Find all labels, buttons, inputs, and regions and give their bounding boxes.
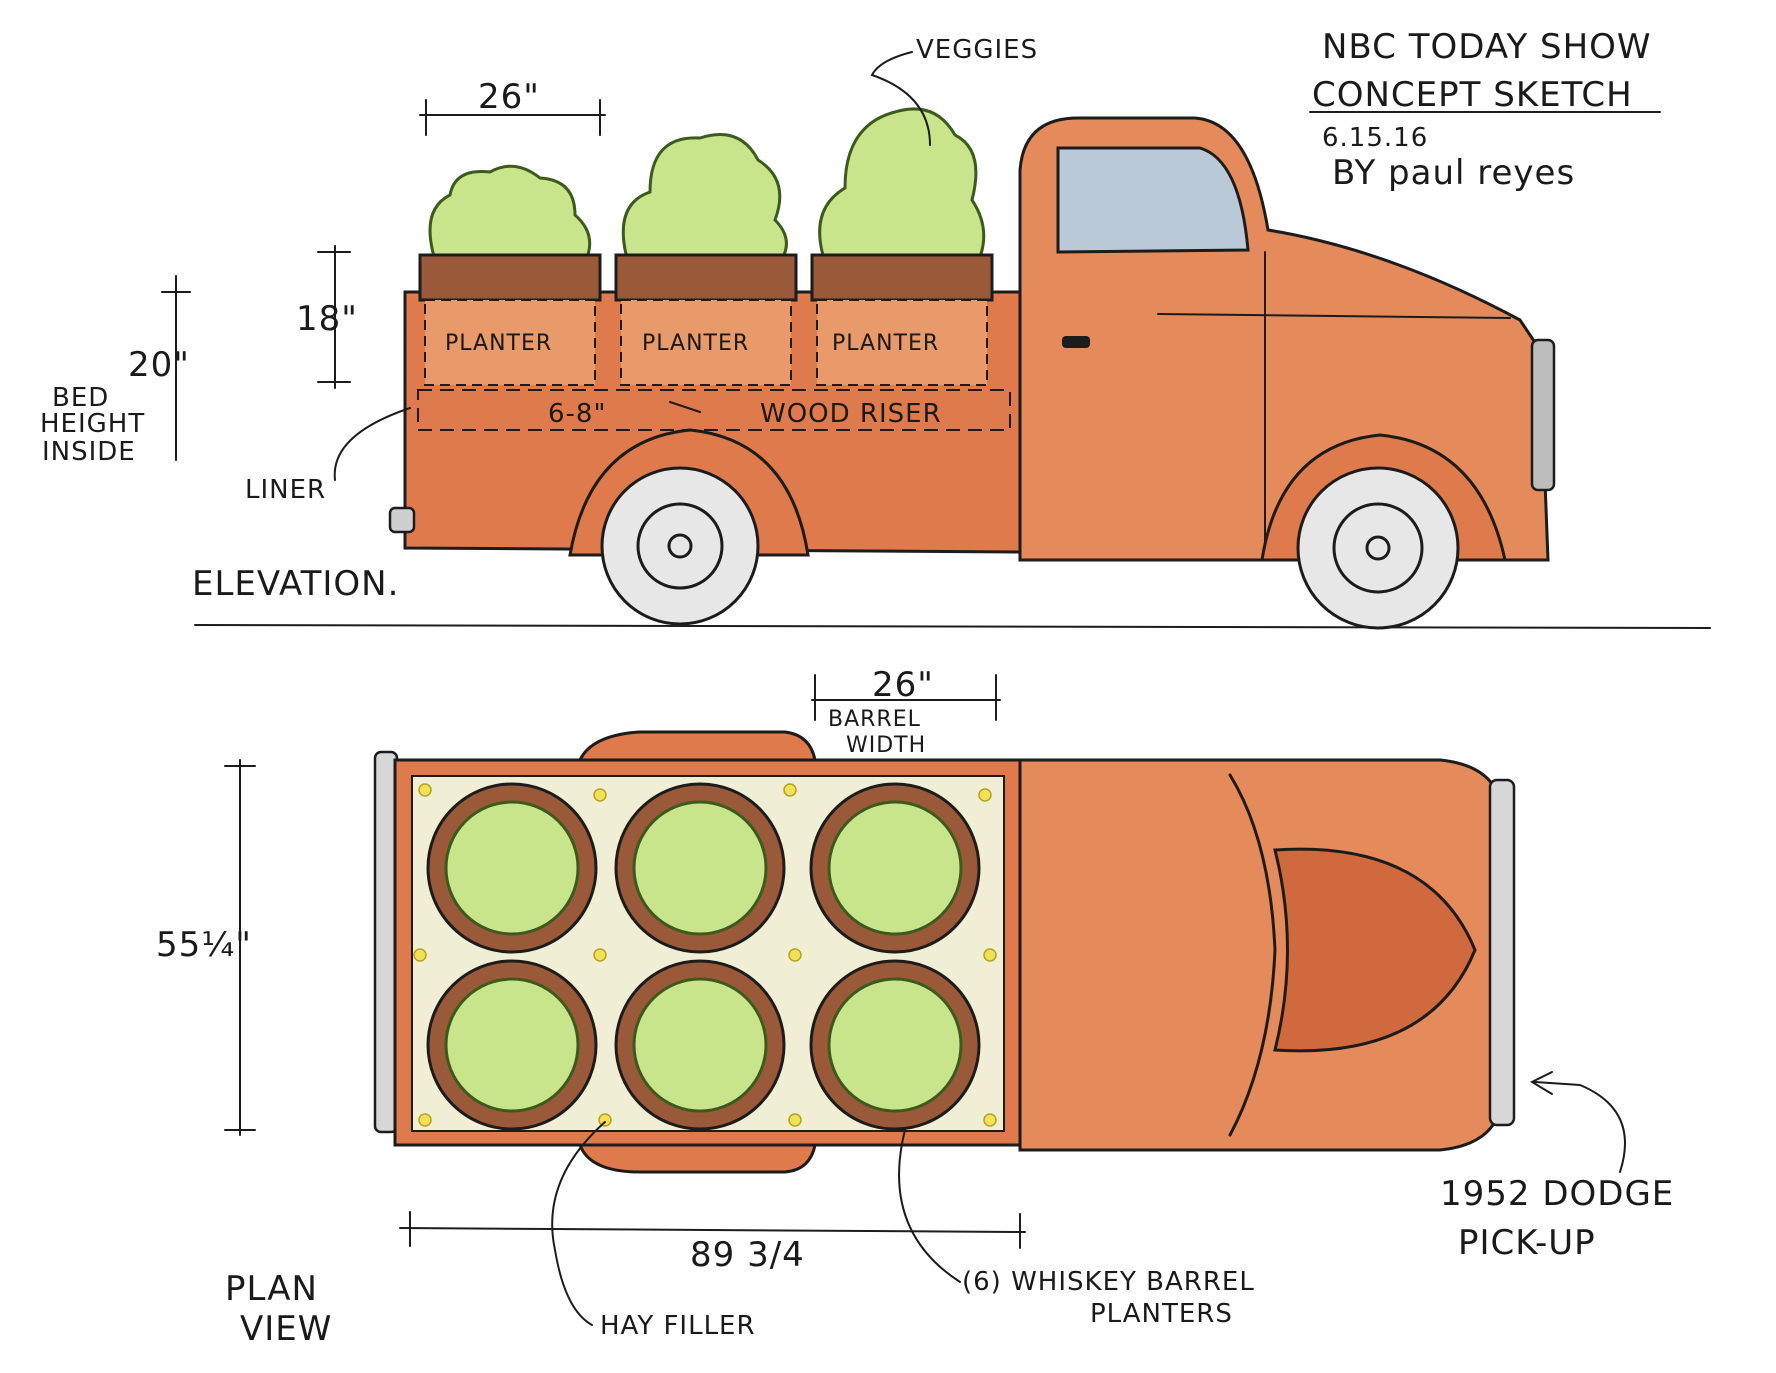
plan-barrel-3 xyxy=(809,782,981,954)
barrels-label-2: PLANTERS xyxy=(1090,1299,1233,1329)
title-line-2: CONCEPT SKETCH xyxy=(1312,75,1633,115)
barrels-leader xyxy=(898,1129,961,1283)
wood-riser xyxy=(417,389,1011,431)
cab-window xyxy=(1056,146,1250,254)
riser-dim: 6-8" xyxy=(548,399,606,429)
plan-view-label-1: PLAN xyxy=(225,1269,318,1309)
hay-filler-leader xyxy=(551,1121,606,1326)
plan-barrel-4 xyxy=(426,959,598,1131)
rear-bumper xyxy=(388,506,416,534)
hay-filler-label: HAY FILLER xyxy=(600,1311,756,1341)
planter-label-1: PLANTER xyxy=(445,331,552,356)
plan-view-label-2: VIEW xyxy=(240,1309,332,1349)
title-line-1: NBC TODAY SHOW xyxy=(1322,27,1652,67)
plan-length-dim xyxy=(399,1211,1026,1249)
plan-view: 26" BARREL WIDTH 55¼" 89 3/4 HAY FILLER … xyxy=(156,665,1674,1349)
plan-barrel-1 xyxy=(426,782,598,954)
planter-label-2: PLANTER xyxy=(642,331,749,356)
planter-label-3: PLANTER xyxy=(832,331,939,356)
veggies-leader xyxy=(870,51,931,146)
plan-wheel-well-top xyxy=(577,730,817,762)
bed-height-text-2: HEIGHT xyxy=(40,409,145,439)
plan-front-bumper xyxy=(1488,778,1516,1127)
liner-label: LINER xyxy=(245,475,326,505)
plan-width-dim xyxy=(224,759,256,1136)
elevation-view: PLANTER PLANTER PLANTER 6-8" WOOD RISER … xyxy=(40,35,1711,630)
bed-height-dim xyxy=(161,275,191,461)
plan-width-dim-text: 55¼" xyxy=(156,925,252,965)
planter-height-dim xyxy=(317,245,351,389)
front-bumper xyxy=(1530,338,1556,492)
truck-leader-arrow xyxy=(1529,1071,1553,1095)
plan-barrel-6 xyxy=(809,959,981,1131)
plan-barrel-2 xyxy=(614,782,786,954)
elevation-barrel-dim-text: 26" xyxy=(478,77,540,117)
truck-label-2: PICK-UP xyxy=(1458,1223,1596,1263)
liner-leader xyxy=(333,407,411,481)
plan-length-dim-text: 89 3/4 xyxy=(690,1235,805,1275)
elevation-planter-1 xyxy=(418,164,602,386)
veggies-label: VEGGIES xyxy=(916,35,1038,65)
front-wheel xyxy=(1296,466,1460,630)
hood-line xyxy=(1157,313,1511,319)
plan-windshield-line xyxy=(1228,773,1277,1137)
title-block: NBC TODAY SHOW CONCEPT SKETCH 6.15.16 BY… xyxy=(1309,27,1661,193)
door-handle xyxy=(1062,336,1090,348)
ground-line xyxy=(194,624,1711,629)
plan-hood-bulge xyxy=(1273,847,1477,1053)
bed-height-text-1: BED xyxy=(52,383,109,413)
plan-barrel-5 xyxy=(614,959,786,1131)
plan-barrel-dim-label-2: WIDTH xyxy=(846,733,926,758)
hay-filler xyxy=(413,783,997,1127)
plan-barrel-dim-text: 26" xyxy=(872,665,934,705)
sketch-date: 6.15.16 xyxy=(1322,123,1428,153)
plan-barrel-dim xyxy=(811,674,1001,721)
elevation-planter-2 xyxy=(614,133,798,386)
bed-height-dim-text: 20" xyxy=(128,345,190,385)
truck-leader xyxy=(1534,1081,1626,1173)
barrels-label-1: (6) WHISKEY BARREL xyxy=(962,1267,1255,1297)
riser-arrow xyxy=(669,401,701,413)
plan-barrel-dim-label-1: BARREL xyxy=(828,707,921,732)
sketch-author: BY paul reyes xyxy=(1332,153,1575,193)
planter-height-dim-text: 18" xyxy=(296,299,358,339)
elevation-planter-3 xyxy=(810,107,994,386)
rear-wheel xyxy=(600,466,760,626)
bed-height-text-3: INSIDE xyxy=(42,437,136,467)
elevation-view-label: ELEVATION. xyxy=(192,564,399,604)
truck-label-1: 1952 DODGE xyxy=(1440,1174,1674,1214)
plan-wheel-well-bottom xyxy=(577,1143,817,1174)
riser-label: WOOD RISER xyxy=(760,399,942,429)
elevation-barrel-dim xyxy=(419,99,606,136)
